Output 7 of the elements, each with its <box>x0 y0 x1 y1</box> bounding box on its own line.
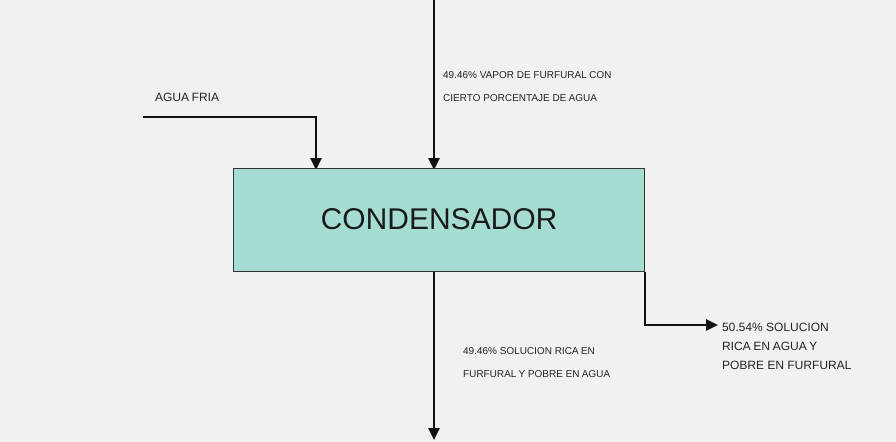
process-box <box>233 168 645 272</box>
flow-arrow <box>644 272 718 331</box>
flow-arrow <box>428 272 440 440</box>
stream-label: 50.54% SOLUCION RICA EN AGUA Y POBRE EN FURFURAL <box>722 319 852 374</box>
flow-arrow <box>143 116 322 170</box>
box-title: CONDENSADOR <box>320 203 558 237</box>
flow-arrow <box>428 0 440 170</box>
